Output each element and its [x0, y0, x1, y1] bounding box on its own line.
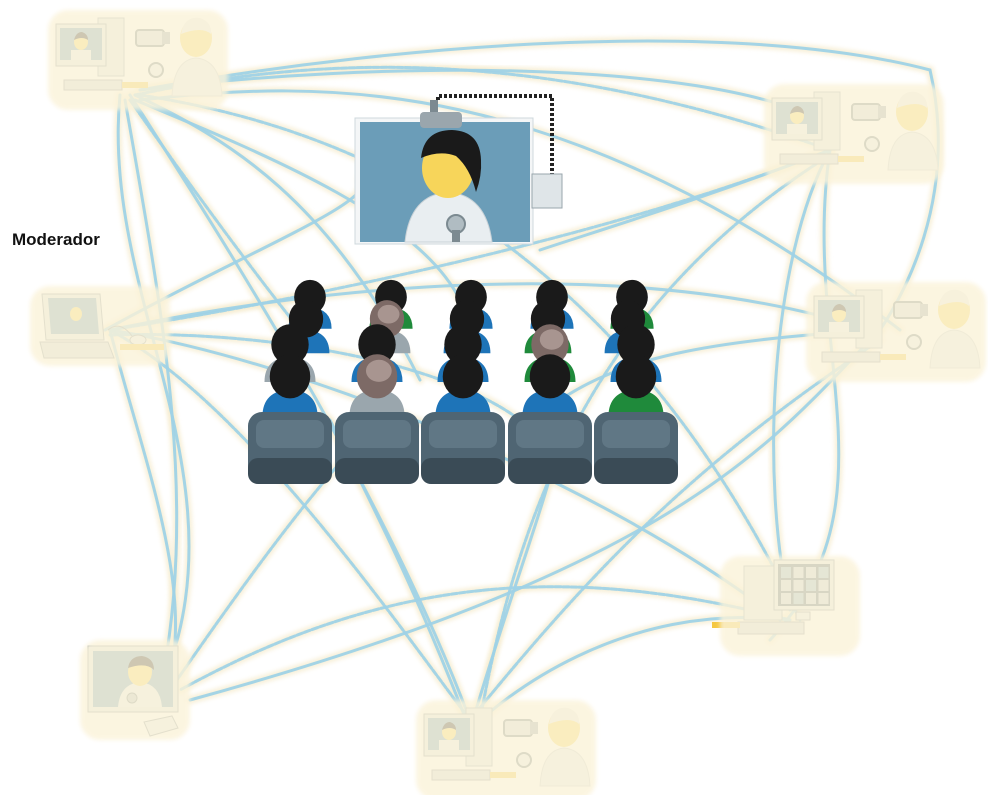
connection-link [178, 585, 792, 692]
head [358, 324, 396, 365]
station-glow [720, 556, 860, 656]
head [442, 354, 484, 399]
connection-link [138, 68, 822, 122]
audience-member [608, 354, 664, 417]
head-highlight [539, 329, 564, 350]
station-glow [48, 10, 228, 110]
head [271, 324, 309, 365]
shirt [435, 389, 491, 417]
audience [248, 279, 678, 484]
chair-base [421, 458, 505, 484]
head [444, 324, 482, 365]
connection-link [468, 338, 882, 722]
station-glow [764, 84, 944, 184]
chair-highlight [343, 420, 411, 448]
shirt [608, 389, 664, 417]
head-highlight [377, 304, 400, 324]
chair-base [508, 458, 592, 484]
shirt [349, 389, 405, 417]
shirt [522, 389, 578, 417]
projector-icon [420, 112, 462, 128]
audience-member [262, 354, 318, 417]
presenter-screen [354, 94, 563, 245]
chair [508, 412, 592, 484]
audience-member [522, 354, 578, 417]
station-glow [80, 640, 190, 740]
chair [335, 412, 419, 484]
head [269, 354, 311, 399]
head [529, 354, 571, 399]
shirt [262, 389, 318, 417]
participant-stations [30, 10, 986, 795]
audience-member [349, 354, 405, 417]
chair [248, 412, 332, 484]
chair-base [248, 458, 332, 484]
chair-base [594, 458, 678, 484]
moderator-label: Moderador [12, 230, 100, 249]
chair-base [335, 458, 419, 484]
chair-highlight [516, 420, 584, 448]
chair [421, 412, 505, 484]
chair-highlight [429, 420, 497, 448]
chair-highlight [602, 420, 670, 448]
connection-link [138, 39, 940, 332]
chair [594, 412, 678, 484]
station-glow [806, 282, 986, 382]
station-glow [30, 286, 170, 366]
connection-link [123, 98, 179, 692]
head-highlight [365, 359, 392, 382]
connection-link [116, 93, 191, 692]
station-glow [416, 700, 596, 795]
audience-member [435, 354, 491, 417]
chair-highlight [256, 420, 324, 448]
connection-link [478, 153, 832, 722]
head [617, 324, 655, 365]
head [615, 354, 657, 399]
connection-link [772, 148, 832, 612]
